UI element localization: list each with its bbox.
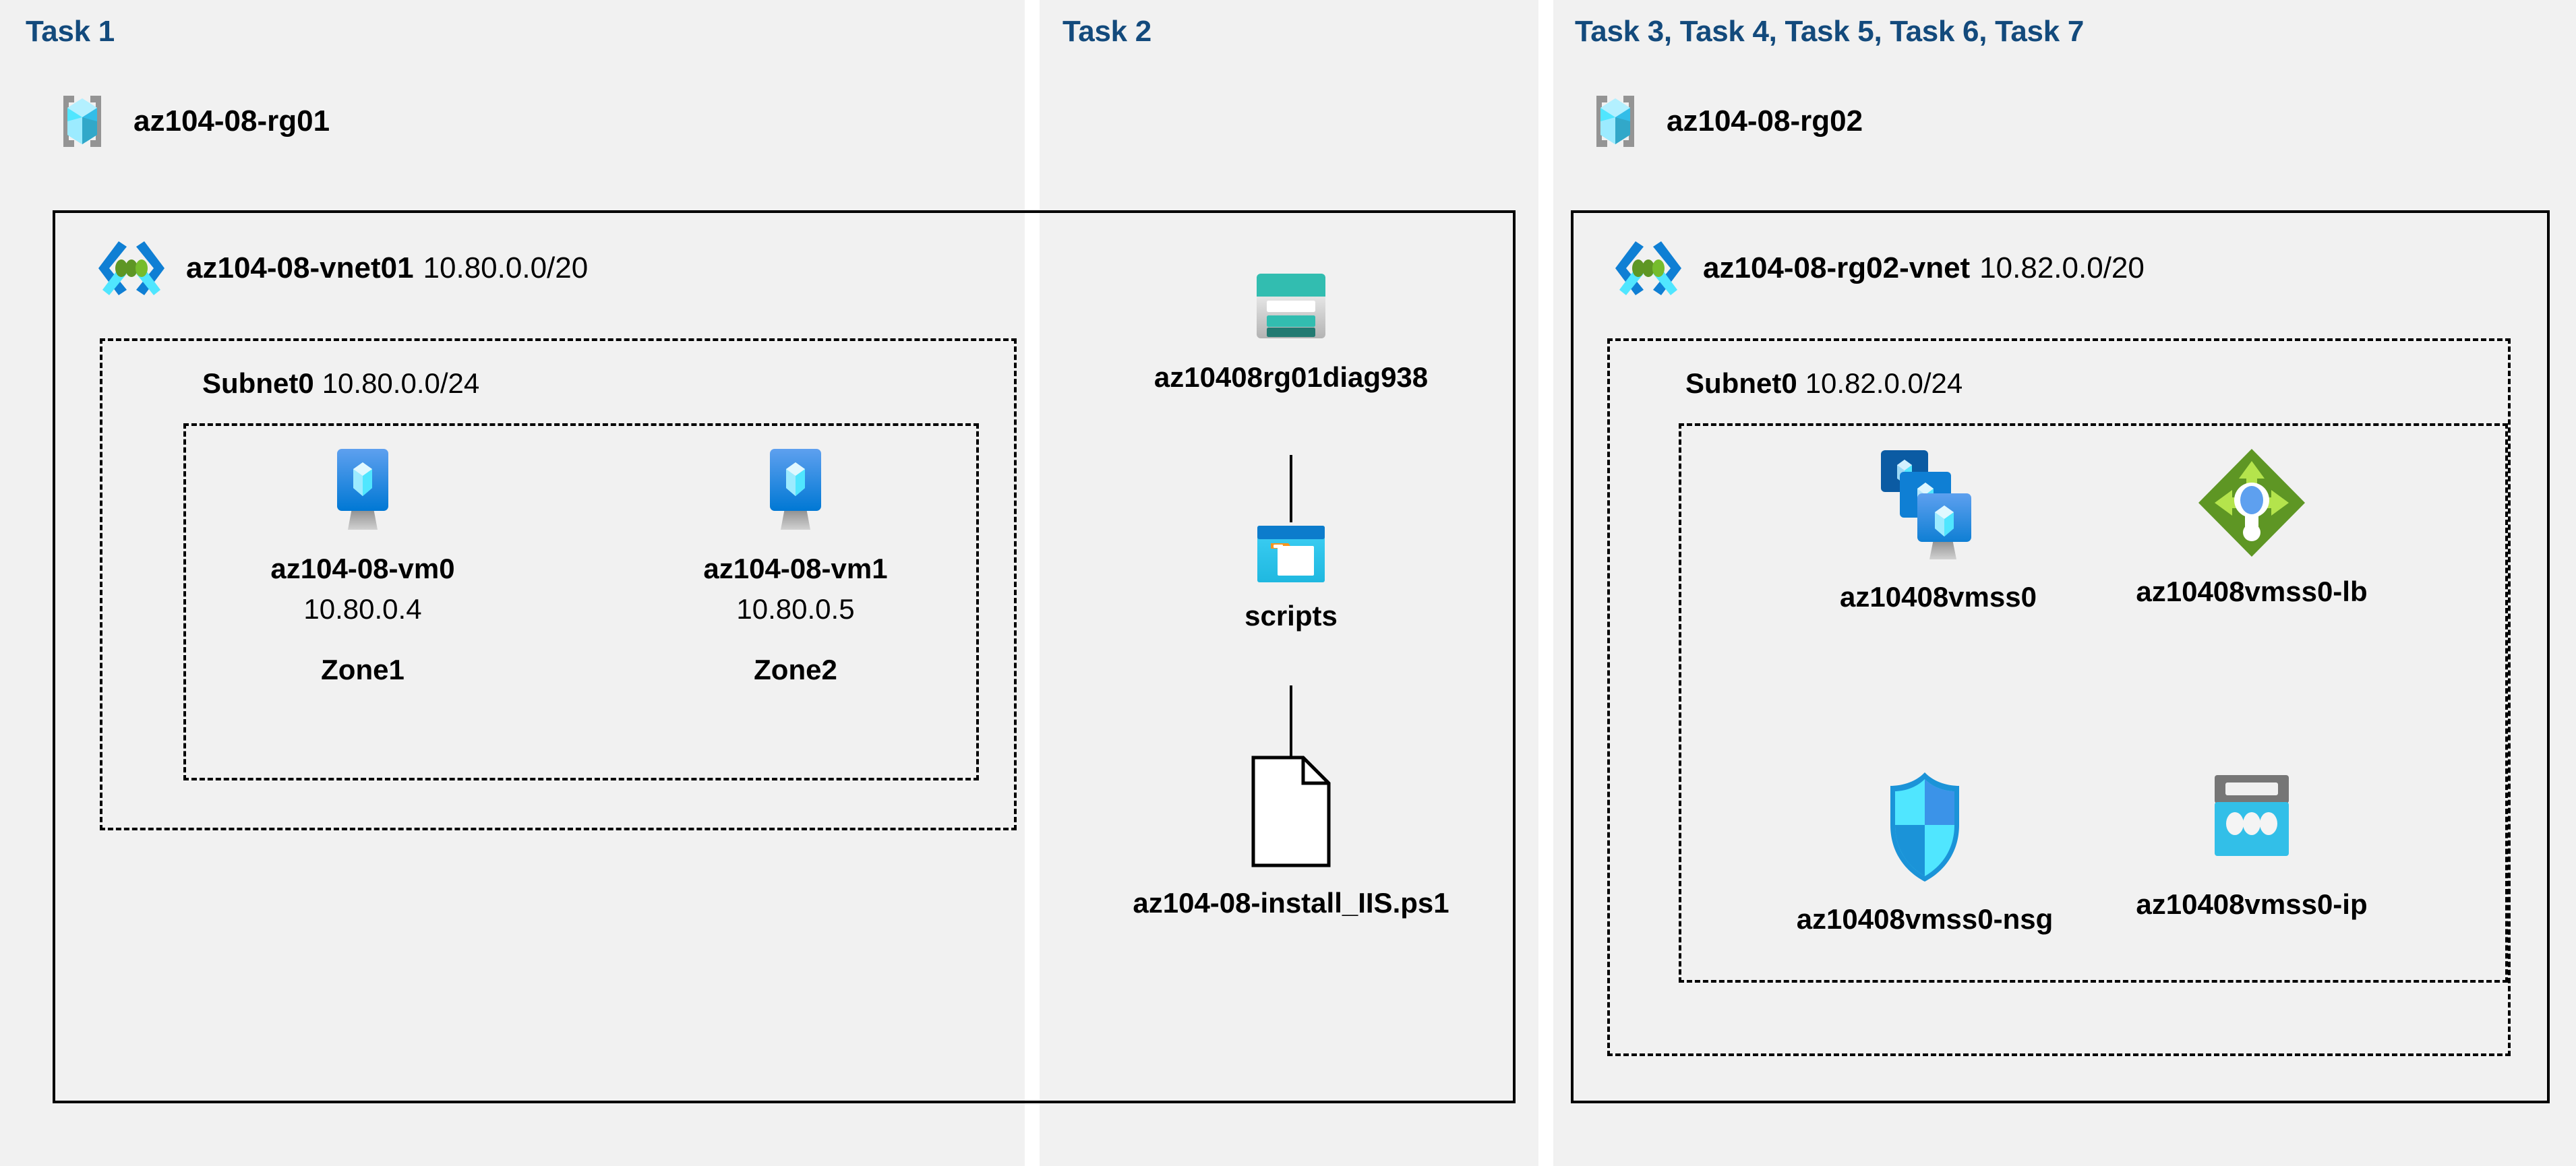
load-balancer-node[interactable]: az10408vmss0-lb: [2110, 445, 2393, 608]
task3to7-resource-group: az104-08-rg02: [1582, 88, 1863, 155]
file-icon: [1249, 755, 1333, 868]
vm-name: az104-08-vm0: [270, 553, 455, 584]
task3to7-vnet-box: [1571, 210, 2550, 1103]
resource-group-name: az104-08-rg01: [133, 104, 330, 137]
vnet-name: az104-08-vnet01: [186, 251, 414, 284]
script-file-name: az104-08-install_IIS.ps1: [1133, 887, 1449, 919]
task1-subnet-box: [100, 338, 1017, 830]
task1-panel: [0, 0, 1025, 1166]
container-name: scripts: [1245, 600, 1338, 632]
load-balancer-name: az10408vmss0-lb: [2136, 576, 2368, 607]
task1-heading: Task 1: [26, 15, 115, 48]
task2-heading: Task 2: [1062, 15, 1151, 48]
task1-vm-group-box: [183, 423, 979, 780]
nsg-node[interactable]: az10408vmss0-nsg: [1760, 768, 2090, 935]
vm-node-1[interactable]: az104-08-vm1 10.80.0.5 Zone2: [701, 446, 890, 686]
nsg-name: az10408vmss0-nsg: [1796, 903, 2054, 935]
vm-name: az104-08-vm1: [703, 553, 888, 584]
virtual-machine-icon: [322, 446, 403, 535]
load-balancer-icon: [2194, 445, 2309, 561]
vnet-cidr: 10.80.0.0/20: [423, 251, 589, 284]
task2-panel: [1040, 0, 1538, 1166]
subnet-cidr: 10.80.0.0/24: [322, 367, 480, 399]
resource-group-icon: [49, 88, 116, 155]
resource-group-icon: [1582, 88, 1649, 155]
vm-ip: 10.80.0.4: [303, 593, 422, 625]
network-security-group-icon: [1881, 768, 1969, 886]
vmss-name: az10408vmss0: [1840, 581, 2037, 613]
task3to7-resource-group-box: [1679, 423, 2508, 983]
blob-container-icon: [1256, 524, 1326, 584]
virtual-network-icon: [1611, 237, 1685, 299]
vmss-node[interactable]: az10408vmss0: [1807, 445, 2070, 613]
storage-account-name: az10408rg01diag938: [1154, 361, 1429, 393]
connector-container-to-file: [1290, 685, 1292, 760]
subnet-cidr: 10.82.0.0/24: [1805, 367, 1963, 399]
subnet-name: Subnet0: [202, 367, 314, 399]
virtual-network-icon: [94, 237, 169, 299]
connector-storage-to-container: [1290, 455, 1292, 522]
vnet-name: az104-08-rg02-vnet: [1703, 251, 1971, 284]
subnet-name: Subnet0: [1685, 367, 1797, 399]
vm-zone: Zone2: [754, 654, 837, 685]
vnet-cidr: 10.82.0.0/20: [1979, 251, 2145, 284]
resource-group-name: az104-08-rg02: [1667, 104, 1863, 137]
task3to7-heading: Task 3, Task 4, Task 5, Task 6, Task 7: [1575, 15, 2084, 48]
vm-ip: 10.80.0.5: [736, 593, 855, 625]
task1-resource-group: az104-08-rg01: [49, 88, 330, 155]
task1-vnet-header: az104-08-vnet01 10.80.0.0/20: [94, 237, 588, 299]
storage-account-icon: [1254, 268, 1328, 341]
virtual-machine-icon: [755, 446, 836, 535]
public-ip-name: az10408vmss0-ip: [2136, 888, 2368, 920]
task2-container-box: [1040, 210, 1516, 1103]
vm-node-0[interactable]: az104-08-vm0 10.80.0.4 Zone1: [268, 446, 457, 686]
script-file-node[interactable]: az104-08-install_IIS.ps1: [1092, 755, 1490, 919]
vm-zone: Zone1: [321, 654, 405, 685]
public-ip-address-icon: [2203, 768, 2301, 871]
task3to7-subnet-box: [1607, 338, 2511, 1056]
task1-vnet-label: az104-08-vnet01 10.80.0.0/20: [186, 251, 588, 285]
public-ip-node[interactable]: az10408vmss0-ip: [2110, 768, 2393, 921]
storage-account-node[interactable]: az10408rg01diag938: [1154, 268, 1428, 394]
blob-container-node[interactable]: scripts: [1207, 524, 1375, 632]
vm-scale-set-icon: [1874, 445, 2002, 566]
task3to7-panel: [1553, 0, 2576, 1166]
